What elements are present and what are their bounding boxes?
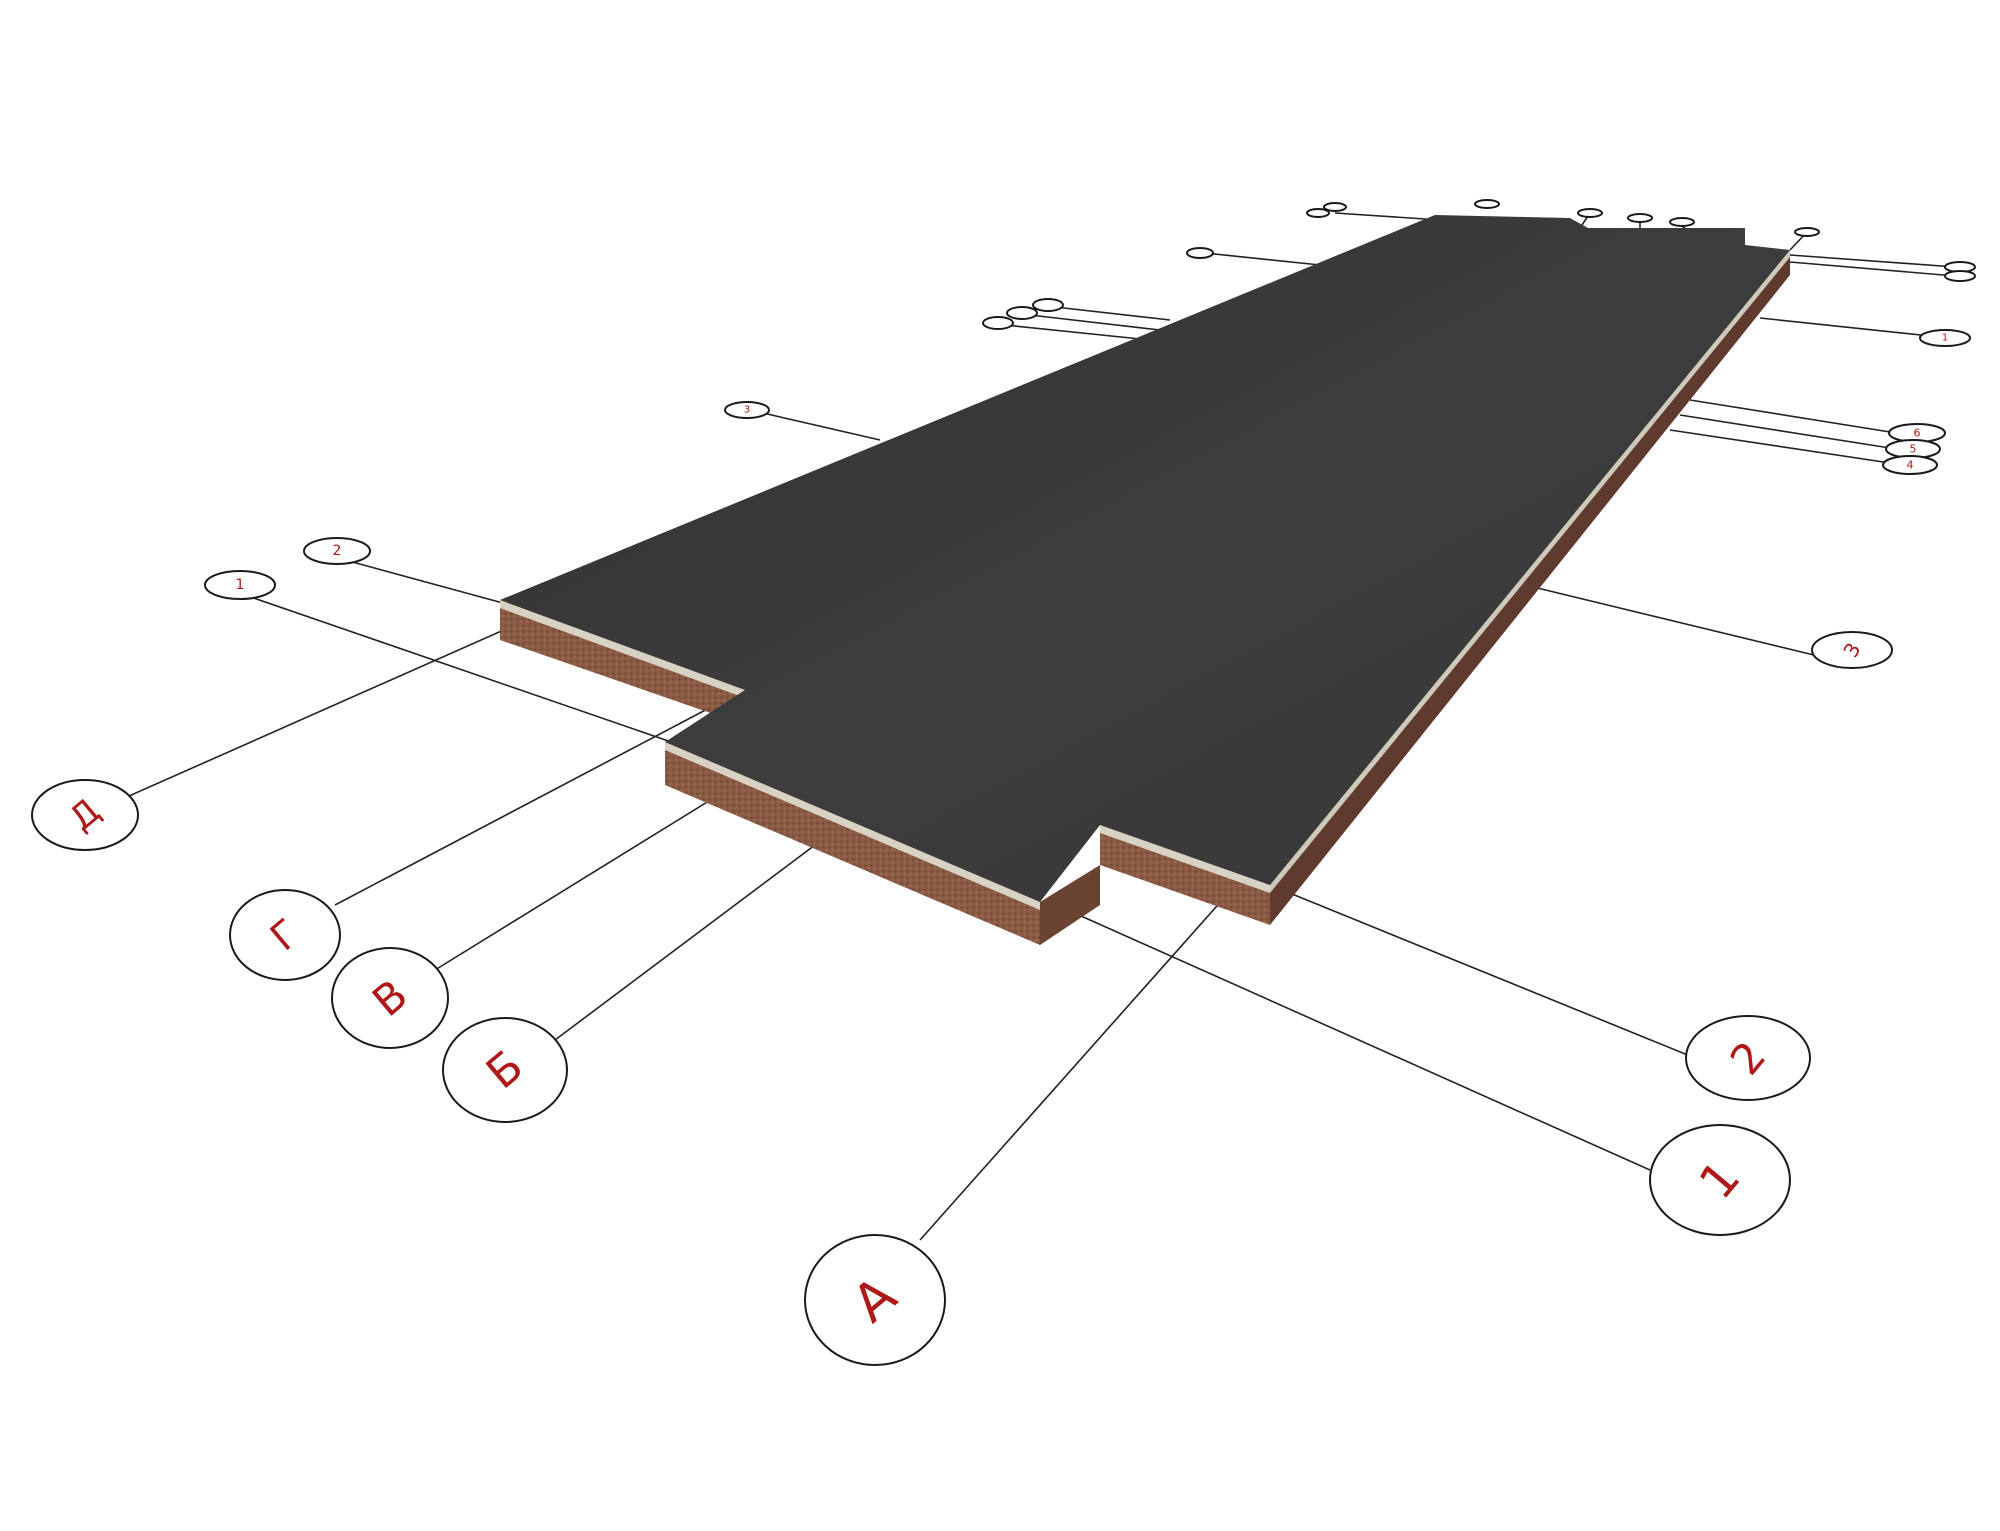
axis-bubble-right-1: 1 [1919,329,1971,347]
axis-bubble-a: А [804,1234,946,1366]
axis-bubble-left-1: 1 [204,570,276,600]
axis-bubble-left-4 [982,316,1014,330]
axis-label-right-4: 4 [1907,459,1914,472]
axis-label-right-5: 5 [1910,443,1917,456]
leader-right-1 [1759,317,1941,338]
slab-side-face-notch-corner [1040,865,1100,945]
leader-top-a [1334,212,1441,221]
leader-left-7 [1204,252,1321,266]
axis-bubble-top-b [1474,199,1500,209]
axis-bubble-left-5 [1006,306,1038,320]
axis-bubble-g: Г [229,889,341,981]
slab-top-surface [500,215,1790,902]
slab-screed-left [500,600,745,698]
axis-bubble-top-right [1944,261,1976,282]
leader-axis-2 [1264,882,1701,1061]
leader-right-6 [1689,399,1891,433]
axis-bubble-top-mid [1577,208,1820,237]
axis-bubble-2: 2 [1685,1015,1811,1101]
leader-axis-3 [1524,584,1856,666]
slab-side-face-left [500,600,745,725]
axis-bubble-3: 3 [1811,631,1893,669]
leader-axis-g [334,704,716,906]
axis-bubble-top-a [1306,202,1347,218]
axis-label-right-1: 1 [1942,333,1948,344]
axis-bubble-right-4: 4 [1882,455,1938,475]
slab-screed-right [1270,250,1790,893]
leader-left-5 [1029,314,1161,331]
slab-side-faces [500,250,1790,945]
axis-label-left-1: 1 [236,577,245,593]
leader-right-5 [1679,414,1891,449]
leader-axis-v [434,787,731,971]
leader-right-4 [1669,429,1891,464]
slab-side-face-right [1270,250,1790,925]
leader-left-3 [749,409,881,441]
leader-axis-d [119,624,516,801]
slab-screed-notch [665,742,1040,910]
axis-bubble-left-3: 3 [724,401,770,419]
axis-label-left-2: 2 [333,543,342,559]
leader-axis-a [919,879,1241,1241]
leader-axis-b-cyr [554,829,836,1041]
axis-bubble-left-7 [1186,247,1214,259]
slab-screed-front [1100,825,1270,893]
axis-bubble-1: 1 [1649,1124,1791,1236]
slab-side-face-notch [665,742,1040,945]
axis-bubble-left-6 [1032,298,1064,312]
leader-left-4 [1004,324,1151,341]
axis-bubble-left-2: 2 [303,537,371,565]
axis-bubble-v: В [331,947,449,1049]
axis-bubbles: А Б В Г Д 1 2 3 [31,199,1976,1366]
leader-axis-1 [1051,902,1651,1171]
axis-bubble-b-cyr: Б [442,1017,568,1123]
leader-lines [119,212,1956,1241]
slab-side-face-front [1100,825,1270,925]
leader-top-right-1 [1789,254,1956,268]
leader-left-1 [244,594,681,746]
leader-top-right-2 [1789,261,1956,277]
leader-left-2 [344,559,511,606]
leader-left-6 [1054,306,1171,321]
axis-label-left-3: 3 [744,405,750,416]
axis-label-right-6: 6 [1914,427,1921,440]
axis-bubble-d: Д [31,779,139,851]
